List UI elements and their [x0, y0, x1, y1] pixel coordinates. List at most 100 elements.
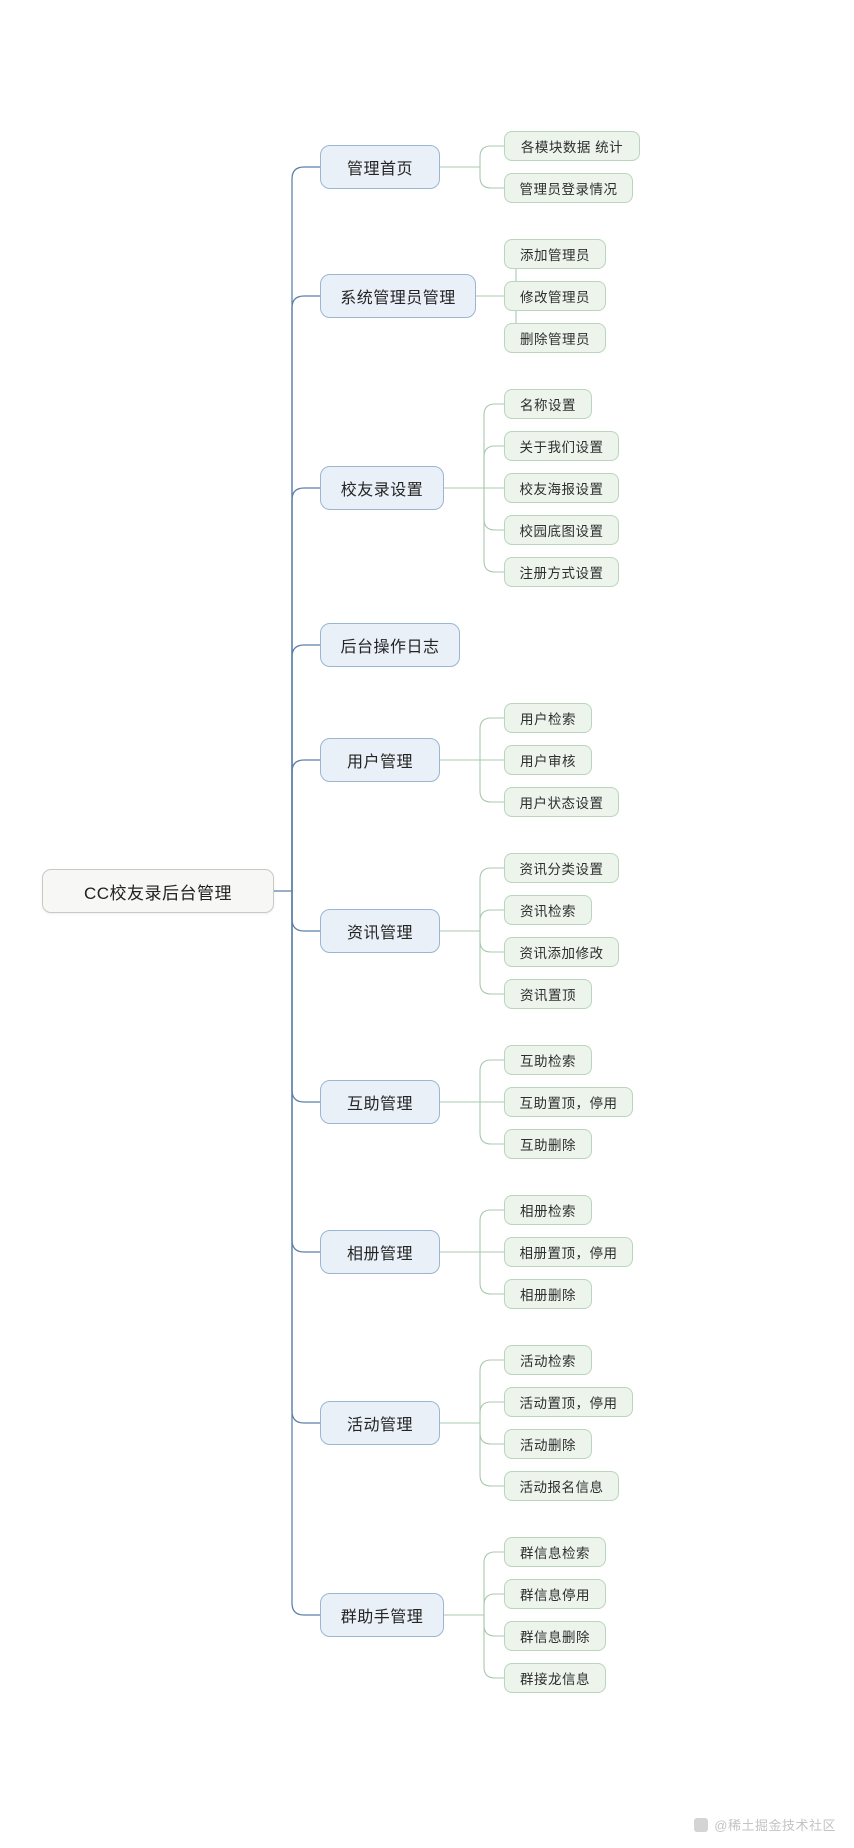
branch-6-leaf-1-label: 资讯分类设置	[519, 862, 604, 877]
branch-3-leaf-5[interactable]: 注册方式设置	[504, 557, 619, 587]
branch-5-leaf-1[interactable]: 用户检索	[504, 703, 592, 733]
branch-6-leaf-4-edge	[479, 931, 504, 995]
branch-7-leaf-1-edge	[479, 1059, 504, 1102]
branch-6-leaf-1-edge	[479, 867, 504, 931]
branch-3-leaf-5-label: 注册方式设置	[519, 566, 604, 581]
branch-3-leaf-1-edge	[483, 403, 504, 488]
branch-2-leaf-3[interactable]: 删除管理员	[504, 323, 606, 353]
branch-1-leaf-1-label: 各模块数据 统计	[520, 140, 624, 155]
branch-8-leaf-3-label: 相册删除	[520, 1288, 576, 1303]
branch-6-leaf-3-edge	[479, 931, 504, 953]
branch-10-leaf-1[interactable]: 群信息检索	[504, 1537, 606, 1567]
branch-9-leaf-4[interactable]: 活动报名信息	[504, 1471, 619, 1501]
branch-6-leaf-4[interactable]: 资讯置顶	[504, 979, 592, 1009]
branch-3-leaf-3-label: 校友海报设置	[519, 482, 604, 497]
watermark: @稀土掘金技术社区	[694, 1815, 836, 1834]
branch-8-leaf-1[interactable]: 相册检索	[504, 1195, 592, 1225]
branch-9-edge	[291, 891, 320, 1424]
branch-6-leaf-1[interactable]: 资讯分类设置	[504, 853, 619, 883]
branch-5-leaf-3-label: 用户状态设置	[519, 796, 604, 811]
branch-2-leaf-2[interactable]: 修改管理员	[504, 281, 606, 311]
branch-10-leaf-2[interactable]: 群信息停用	[504, 1579, 606, 1609]
branch-10-leaf-4-label: 群接龙信息	[520, 1672, 590, 1687]
branch-3-leaf-4[interactable]: 校园底图设置	[504, 515, 619, 545]
branch-1-leaf-2-label: 管理员登录情况	[519, 182, 618, 197]
branch-1-edge	[291, 166, 320, 891]
branch-1[interactable]: 管理首页	[320, 145, 440, 189]
branch-6-leaf-3[interactable]: 资讯添加修改	[504, 937, 619, 967]
branch-3-leaf-2[interactable]: 关于我们设置	[504, 431, 619, 461]
branch-10-leaf-3-edge	[483, 1615, 504, 1637]
branch-9-leaf-2[interactable]: 活动置顶，停用	[504, 1387, 633, 1417]
branch-5-leaf-3[interactable]: 用户状态设置	[504, 787, 619, 817]
branch-7-leaf-2[interactable]: 互助置顶，停用	[504, 1087, 633, 1117]
branch-9-leaf-3[interactable]: 活动删除	[504, 1429, 592, 1459]
branch-10-edge	[291, 891, 320, 1616]
branch-10-leaf-1-label: 群信息检索	[520, 1546, 590, 1561]
branch-3-leaf-1-label: 名称设置	[520, 398, 576, 413]
branch-9[interactable]: 活动管理	[320, 1401, 440, 1445]
branch-7-leaf-3-edge	[479, 1102, 504, 1145]
branch-1-leaf-1[interactable]: 各模块数据 统计	[504, 131, 640, 161]
branch-3-leaf-2-label: 关于我们设置	[519, 440, 604, 455]
branch-9-leaf-1[interactable]: 活动检索	[504, 1345, 592, 1375]
branch-6-leaf-4-label: 资讯置顶	[520, 988, 576, 1003]
branch-4[interactable]: 后台操作日志	[320, 623, 460, 667]
branch-9-leaf-1-label: 活动检索	[520, 1354, 576, 1369]
branch-2-leaf-1[interactable]: 添加管理员	[504, 239, 606, 269]
watermark-logo-icon	[694, 1817, 709, 1832]
branch-2-leaf-1-label: 添加管理员	[520, 248, 590, 263]
branch-8-leaf-3[interactable]: 相册删除	[504, 1279, 592, 1309]
branch-6-edge	[291, 891, 320, 932]
branch-8-leaf-3-edge	[479, 1252, 504, 1295]
branch-6-leaf-3-label: 资讯添加修改	[519, 946, 604, 961]
branch-5[interactable]: 用户管理	[320, 738, 440, 782]
branch-7-edge	[291, 891, 320, 1103]
branch-3-leaf-1[interactable]: 名称设置	[504, 389, 592, 419]
branch-7-leaf-1-label: 互助检索	[520, 1054, 576, 1069]
root-node-label: CC校友录后台管理	[83, 883, 233, 903]
branch-8-label: 相册管理	[346, 1246, 413, 1263]
root-node[interactable]: CC校友录后台管理	[42, 869, 274, 913]
branch-7-leaf-1[interactable]: 互助检索	[504, 1045, 592, 1075]
branch-3-leaf-4-label: 校园底图设置	[519, 524, 604, 539]
branch-3-leaf-3[interactable]: 校友海报设置	[504, 473, 619, 503]
branch-4-edge	[291, 644, 320, 891]
branch-10[interactable]: 群助手管理	[320, 1593, 444, 1637]
branch-1-leaf-1-edge	[479, 145, 504, 167]
branch-10-leaf-3[interactable]: 群信息删除	[504, 1621, 606, 1651]
branch-10-leaf-2-label: 群信息停用	[520, 1588, 590, 1603]
branch-6[interactable]: 资讯管理	[320, 909, 440, 953]
branch-2-leaf-3-label: 删除管理员	[520, 332, 590, 347]
branch-9-leaf-1-edge	[479, 1359, 504, 1423]
branch-2[interactable]: 系统管理员管理	[320, 274, 476, 318]
branch-3-leaf-2-edge	[483, 445, 504, 488]
branch-6-label: 资讯管理	[346, 925, 413, 942]
branch-1-label: 管理首页	[346, 161, 413, 178]
branch-6-leaf-2[interactable]: 资讯检索	[504, 895, 592, 925]
branch-7-label: 互助管理	[346, 1096, 413, 1113]
branch-9-leaf-2-label: 活动置顶，停用	[519, 1396, 618, 1411]
branch-10-leaf-4[interactable]: 群接龙信息	[504, 1663, 606, 1693]
branch-3-label: 校友录设置	[340, 482, 424, 499]
branch-5-edge	[291, 759, 320, 891]
branch-1-leaf-2[interactable]: 管理员登录情况	[504, 173, 633, 203]
branch-8-leaf-1-edge	[479, 1209, 504, 1252]
branch-2-edge	[291, 295, 320, 891]
branch-1-leaf-2-edge	[479, 167, 504, 189]
branch-3[interactable]: 校友录设置	[320, 466, 444, 510]
branch-5-leaf-2[interactable]: 用户审核	[504, 745, 592, 775]
branch-8-edge	[291, 891, 320, 1253]
branch-7-leaf-3[interactable]: 互助删除	[504, 1129, 592, 1159]
branch-5-leaf-3-edge	[479, 760, 504, 803]
branch-8-leaf-2[interactable]: 相册置顶，停用	[504, 1237, 633, 1267]
branch-7[interactable]: 互助管理	[320, 1080, 440, 1124]
branch-8[interactable]: 相册管理	[320, 1230, 440, 1274]
branch-10-label: 群助手管理	[340, 1609, 424, 1626]
branch-2-label: 系统管理员管理	[340, 290, 456, 307]
branch-4-label: 后台操作日志	[340, 639, 440, 656]
branch-3-leaf-5-edge	[483, 488, 504, 573]
branch-5-leaf-2-label: 用户审核	[520, 754, 576, 769]
branch-10-leaf-3-label: 群信息删除	[520, 1630, 590, 1645]
